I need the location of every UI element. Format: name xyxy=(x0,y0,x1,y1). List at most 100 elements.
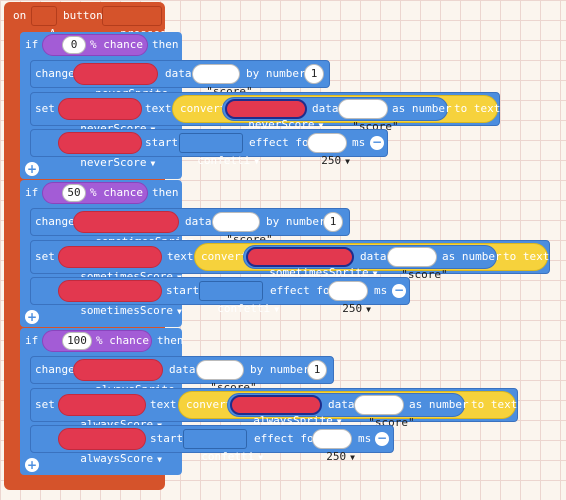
data-key-2[interactable]: "score" xyxy=(212,212,273,246)
as-number-label: as number xyxy=(442,250,502,263)
data-label: data xyxy=(185,215,212,228)
if-label: if xyxy=(25,334,39,347)
text-label: text xyxy=(150,398,177,411)
plus-icon[interactable]: + xyxy=(25,162,39,176)
chevron-down-icon: ▼ xyxy=(350,453,355,462)
change-label: change xyxy=(35,67,75,80)
if-block-3-body xyxy=(20,352,30,452)
chance-label: % chance xyxy=(90,38,143,51)
duration-dropdown-1[interactable]: 250▼ xyxy=(307,133,350,167)
chance-label: % chance xyxy=(96,334,149,347)
start-label: start xyxy=(150,432,184,445)
set-label: set xyxy=(35,250,55,263)
by-number-value-3[interactable]: 1 xyxy=(307,360,327,380)
ms-label: ms xyxy=(358,432,372,445)
if-block-2-body xyxy=(20,204,30,304)
set-label: set xyxy=(35,102,55,115)
then-label: then xyxy=(157,334,184,347)
convert-label: convert xyxy=(201,250,248,263)
effect-for-label: effect for xyxy=(249,136,316,149)
minus-icon[interactable]: − xyxy=(370,135,384,150)
chevron-down-icon: ▼ xyxy=(157,455,162,464)
by-number-value-2[interactable]: 1 xyxy=(323,212,343,232)
effect-dropdown-1[interactable]: confetti▼ xyxy=(179,133,259,167)
data-label: data xyxy=(312,102,339,115)
to-text-label: to text xyxy=(454,102,501,115)
minus-icon[interactable]: − xyxy=(375,431,389,446)
sprite-variable-3b[interactable]: alwaysSprite▼ xyxy=(230,395,342,427)
effect-for-label: effect for xyxy=(270,284,337,297)
minus-icon[interactable]: − xyxy=(392,283,406,298)
by-number-label: by number xyxy=(250,363,310,376)
chance-value-3[interactable]: 100 xyxy=(62,332,92,350)
effect-for-label: effect for xyxy=(254,432,321,445)
key-dropdown[interactable]: A▼ xyxy=(31,6,65,40)
score-variable-3[interactable]: alwaysScore▼ xyxy=(58,394,162,431)
button-label: button xyxy=(63,9,103,22)
effect-dropdown-2[interactable]: confetti▼ xyxy=(199,281,279,315)
data-label: data xyxy=(328,398,355,411)
data-label: data xyxy=(169,363,196,376)
chevron-down-icon: ▼ xyxy=(372,269,378,278)
by-number-label: by number xyxy=(246,67,306,80)
ms-label: ms xyxy=(352,136,366,149)
plus-icon[interactable]: + xyxy=(25,458,39,472)
chevron-down-icon: ▼ xyxy=(336,417,342,426)
change-label: change xyxy=(35,363,75,376)
chevron-down-icon: ▼ xyxy=(274,305,280,314)
then-label: then xyxy=(152,38,179,51)
sprite-variable-1b[interactable]: neverScore▼ xyxy=(225,99,323,131)
start-label: start xyxy=(145,136,179,149)
data-key-3[interactable]: "score" xyxy=(196,360,257,394)
convert-label: convert xyxy=(186,398,233,411)
to-text-label: to text xyxy=(503,250,550,263)
chevron-down-icon: ▼ xyxy=(345,157,350,166)
on-label: on xyxy=(13,9,27,22)
data-key-1[interactable]: "score" xyxy=(192,64,253,98)
if-block-1-body xyxy=(20,56,30,156)
data-key-2b[interactable]: "score" xyxy=(387,247,448,281)
duration-dropdown-3[interactable]: 250▼ xyxy=(312,429,355,463)
if-label: if xyxy=(25,186,39,199)
chance-value-1[interactable]: 0 xyxy=(62,36,86,54)
data-key-1b[interactable]: "score" xyxy=(338,99,399,133)
score-variable-2[interactable]: sometimesScore▼ xyxy=(58,246,182,283)
effect-dropdown-3[interactable]: confetti▼ xyxy=(183,429,263,463)
score-variable-2c[interactable]: sometimesScore▼ xyxy=(58,280,182,317)
as-number-label: as number xyxy=(392,102,452,115)
text-label: text xyxy=(167,250,194,263)
score-variable-3c[interactable]: alwaysScore▼ xyxy=(58,428,162,465)
as-number-label: as number xyxy=(409,398,469,411)
sprite-variable-2[interactable]: sometimesSprite▼ xyxy=(73,211,203,248)
chevron-down-icon: ▼ xyxy=(150,159,156,168)
chance-value-2[interactable]: 50 xyxy=(62,184,86,202)
data-key-3b[interactable]: "score" xyxy=(354,395,415,429)
score-variable-1c[interactable]: neverScore▼ xyxy=(58,132,155,169)
plus-icon[interactable]: + xyxy=(25,310,39,324)
sprite-variable-1[interactable]: neverSprite▼ xyxy=(73,63,177,100)
data-label: data xyxy=(360,250,387,263)
sprite-variable-2b[interactable]: sometimesSprite▼ xyxy=(246,247,377,279)
chevron-down-icon: ▼ xyxy=(318,121,324,130)
if-label: if xyxy=(25,38,39,51)
text-label: text xyxy=(145,102,172,115)
data-label: data xyxy=(165,67,192,80)
set-label: set xyxy=(35,398,55,411)
chevron-down-icon: ▼ xyxy=(258,453,264,462)
chevron-down-icon: ▼ xyxy=(176,307,182,316)
chance-label: % chance xyxy=(90,186,143,199)
start-label: start xyxy=(166,284,200,297)
action-dropdown[interactable]: pressed▼ xyxy=(102,6,175,40)
by-number-value-1[interactable]: 1 xyxy=(304,64,324,84)
score-variable-1[interactable]: neverScore▼ xyxy=(58,98,155,135)
then-label: then xyxy=(152,186,179,199)
change-label: change xyxy=(35,215,75,228)
to-text-label: to text xyxy=(471,398,518,411)
duration-dropdown-2[interactable]: 250▼ xyxy=(328,281,371,315)
sprite-variable-3[interactable]: alwaysSprite▼ xyxy=(73,359,184,396)
convert-label: convert xyxy=(180,102,227,115)
ms-label: ms xyxy=(374,284,388,297)
chevron-down-icon: ▼ xyxy=(254,157,260,166)
by-number-label: by number xyxy=(266,215,326,228)
chevron-down-icon: ▼ xyxy=(366,305,371,314)
